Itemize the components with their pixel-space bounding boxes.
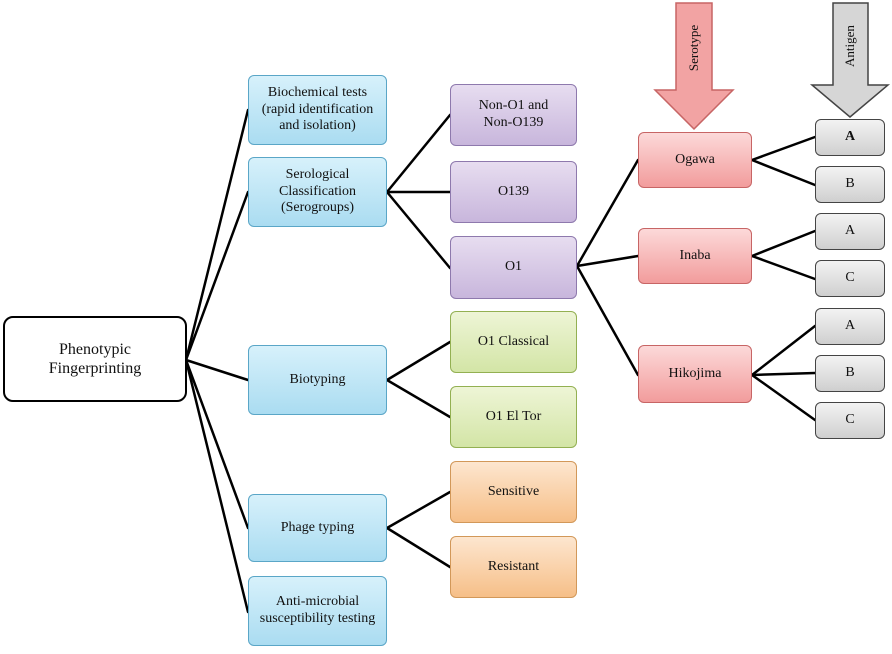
antigen-inaba-a: A bbox=[815, 213, 885, 250]
serogroup-o139: O139 bbox=[450, 161, 577, 223]
category-serological-classification: Serological Classification (Serogroups) bbox=[248, 157, 387, 227]
connector-ogawa-a bbox=[750, 135, 817, 162]
connector-inaba-a bbox=[750, 229, 817, 258]
connector-root-serological bbox=[184, 190, 250, 362]
connector-hikojima-b bbox=[750, 371, 817, 377]
connector-phage-sensitive bbox=[385, 490, 452, 530]
connector-inaba-c bbox=[750, 254, 817, 281]
connector-o1-hikojima bbox=[575, 264, 640, 377]
connector-serological-o1 bbox=[385, 190, 452, 270]
serogroup-non-o1-non-o139: Non-O1 and Non-O139 bbox=[450, 84, 577, 146]
category-biotyping: Biotyping bbox=[248, 345, 387, 415]
antigen-hikojima-c: C bbox=[815, 402, 885, 439]
connector-biotyping-eltor bbox=[385, 378, 452, 419]
antigen-hikojima-b: B bbox=[815, 355, 885, 392]
category-biochemical-tests: Biochemical tests (rapid identification … bbox=[248, 75, 387, 145]
serotype-header: Serotype bbox=[686, 24, 701, 72]
antigen-header: Antigen bbox=[842, 25, 857, 67]
serotype-arrow-icon bbox=[653, 2, 735, 131]
connector-phage-resistant bbox=[385, 526, 452, 569]
connector-ogawa-b bbox=[750, 158, 817, 187]
connector-root-antimicrobial bbox=[184, 358, 250, 614]
serotype-ogawa: Ogawa bbox=[638, 132, 752, 188]
antigen-ogawa-a: A bbox=[815, 119, 885, 156]
antigen-ogawa-b: B bbox=[815, 166, 885, 203]
category-antimicrobial-testing: Anti-microbial susceptibility testing bbox=[248, 576, 387, 646]
connector-root-biotyping bbox=[184, 358, 250, 382]
connector-o1-ogawa bbox=[575, 158, 640, 268]
antigen-arrow-icon bbox=[809, 2, 891, 118]
serotype-inaba: Inaba bbox=[638, 228, 752, 284]
antigen-hikojima-a: A bbox=[815, 308, 885, 345]
biotype-o1-el-tor: O1 El Tor bbox=[450, 386, 577, 448]
serotype-hikojima: Hikojima bbox=[638, 345, 752, 403]
connector-root-phage bbox=[184, 358, 250, 530]
connector-serological-non bbox=[385, 113, 452, 194]
connector-hikojima-a bbox=[750, 324, 817, 377]
biotype-o1-classical: O1 Classical bbox=[450, 311, 577, 373]
root-phenotypic-fingerprinting: Phenotypic Fingerprinting bbox=[3, 316, 187, 402]
connector-o1-inaba bbox=[575, 254, 640, 268]
antigen-inaba-c: C bbox=[815, 260, 885, 297]
connector-hikojima-c bbox=[750, 373, 817, 422]
serogroup-o1: O1 bbox=[450, 236, 577, 299]
connector-biotyping-classical bbox=[385, 340, 452, 382]
category-phage-typing: Phage typing bbox=[248, 494, 387, 562]
phage-sensitive: Sensitive bbox=[450, 461, 577, 523]
connector-root-biochemical bbox=[184, 108, 250, 362]
phage-resistant: Resistant bbox=[450, 536, 577, 598]
